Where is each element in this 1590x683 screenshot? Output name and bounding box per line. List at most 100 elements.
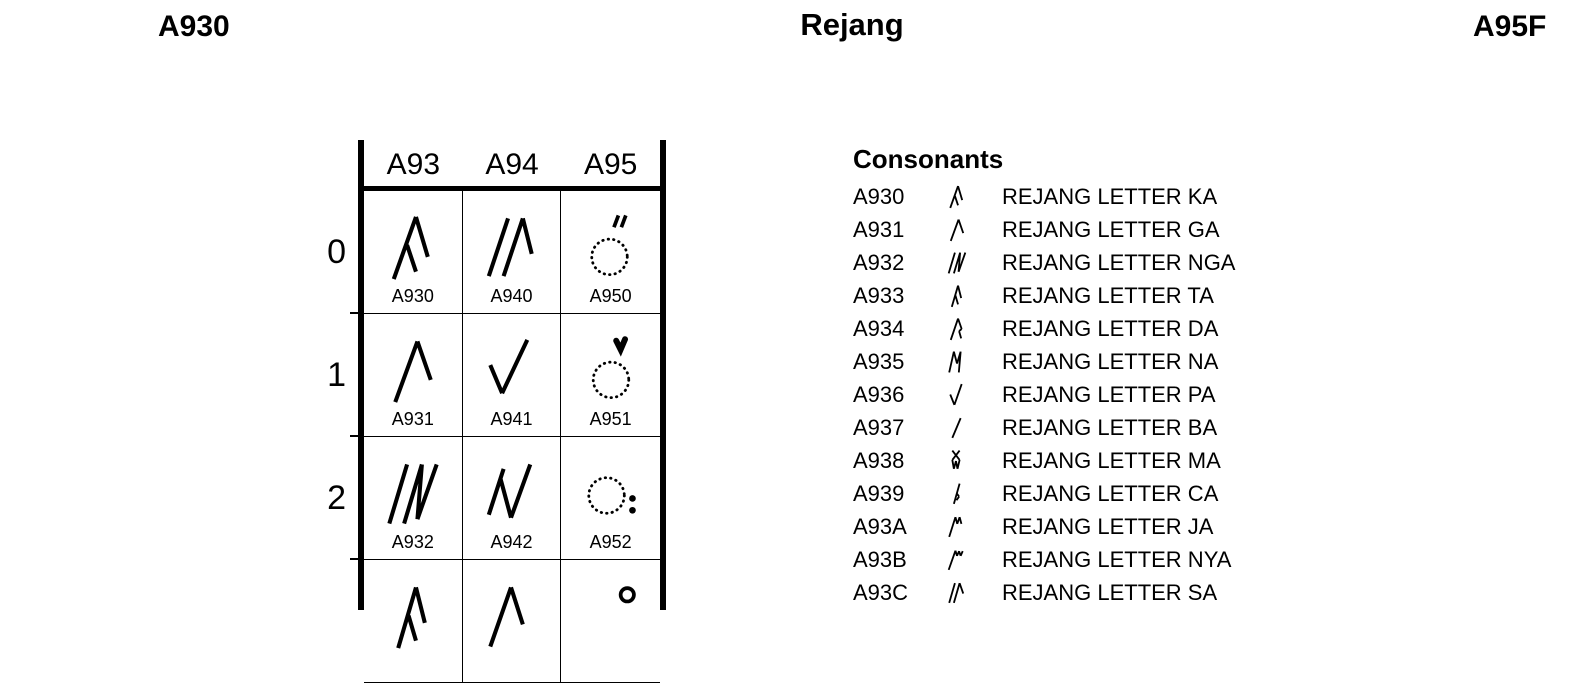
cell-code-label: A951 (589, 409, 632, 429)
column-header: A93 (386, 148, 441, 181)
rejang-ba-icon (946, 415, 968, 441)
page-header-code-left: A930 (158, 10, 230, 43)
rejang-ta-icon (383, 580, 443, 654)
character-list-row: A930 REJANG LETTER KA (853, 180, 1373, 213)
character-name: REJANG LETTER SA (1002, 579, 1218, 605)
rejang-ka-icon (946, 184, 968, 210)
chart-cell: A930 (364, 191, 463, 314)
rejang-da-icon (946, 316, 968, 342)
rejang-ta-icon (946, 283, 968, 309)
chart-cell: A940 (462, 191, 562, 314)
character-list-row: A931 REJANG LETTER GA (853, 213, 1373, 246)
chart-cell (364, 560, 463, 683)
character-code: A931 (853, 216, 905, 242)
rejang-ngga-icon (481, 580, 541, 654)
character-code: A933 (853, 282, 905, 308)
cell-code-label: A931 (391, 409, 434, 429)
character-code: A937 (853, 414, 905, 440)
chart-grid: A930 A940 A950 A931 A941 A951 A9 (364, 191, 660, 683)
chart-row-labels: 0 1 2 (306, 191, 346, 560)
row-tick (350, 312, 358, 314)
character-name: REJANG LETTER GA (1002, 216, 1220, 242)
chart-column-headers: A93 A94 A95 (364, 140, 660, 186)
rejang-ja-icon (946, 514, 968, 540)
rejang-na-icon (946, 349, 968, 375)
character-name: REJANG LETTER NYA (1002, 546, 1232, 572)
small-ring-icon (581, 580, 641, 654)
chart-cell: A941 (462, 314, 562, 437)
rejang-sa-icon (946, 580, 968, 606)
character-name: REJANG LETTER NGA (1002, 249, 1236, 275)
row-label: 2 (327, 479, 346, 517)
cell-code-label: A940 (490, 286, 533, 306)
character-list-row: A936 REJANG LETTER PA (853, 378, 1373, 411)
row-tick (350, 435, 358, 437)
character-list-row: A93A REJANG LETTER JA (853, 510, 1373, 543)
chart-cell: A951 (561, 314, 660, 437)
character-name: REJANG LETTER BA (1002, 414, 1218, 440)
character-name: REJANG LETTER TA (1002, 282, 1214, 308)
character-name: REJANG LETTER KA (1002, 183, 1218, 209)
chart-border-left (358, 140, 364, 610)
column-header: A94 (485, 148, 539, 181)
row-label: 0 (327, 233, 346, 271)
rejang-ha-icon (481, 334, 541, 408)
character-code: A935 (853, 348, 905, 374)
character-list-row: A932 REJANG LETTER NGA (853, 246, 1373, 279)
chart-cell: A942 (462, 437, 562, 560)
character-list-row: A93B REJANG LETTER NYA (853, 543, 1373, 576)
character-name: REJANG LETTER NA (1002, 348, 1219, 374)
character-name: REJANG LETTER MA (1002, 447, 1221, 473)
chart-border-right (660, 140, 666, 610)
rejang-mba-icon (481, 457, 541, 531)
cell-code-label: A930 (391, 286, 434, 306)
chart-cell (561, 560, 660, 683)
character-list-row: A935 REJANG LETTER NA (853, 345, 1373, 378)
character-list-row: A933 REJANG LETTER TA (853, 279, 1373, 312)
chart-cell: A952 (561, 437, 660, 560)
row-label: 1 (327, 356, 346, 394)
cell-code-label: A942 (490, 532, 533, 552)
rejang-wa-icon (481, 211, 541, 285)
rejang-ga-icon (383, 334, 443, 408)
character-code: A93C (853, 579, 909, 605)
character-list-row: A937 REJANG LETTER BA (853, 411, 1373, 444)
character-name: REJANG LETTER DA (1002, 315, 1219, 341)
character-code: A939 (853, 480, 905, 506)
character-code: A934 (853, 315, 905, 341)
character-list-row: A934 REJANG LETTER DA (853, 312, 1373, 345)
character-list-row: A938 REJANG LETTER MA (853, 444, 1373, 477)
names-list: Consonants A930 REJANG LETTER KA A931 RE… (853, 144, 1373, 609)
chart-header-rule (358, 186, 666, 191)
cell-code-label: A941 (490, 409, 533, 429)
rejang-nga-icon (383, 457, 443, 531)
character-name: REJANG LETTER PA (1002, 381, 1216, 407)
cell-code-label: A950 (589, 286, 632, 306)
rejang-pa-icon (946, 382, 968, 408)
character-code: A932 (853, 249, 905, 275)
dotted-circle-double-stroke-icon (581, 211, 641, 285)
names-list-title: Consonants (853, 144, 1004, 174)
cell-code-label: A952 (589, 532, 632, 552)
rejang-ca-icon (946, 481, 968, 507)
character-code: A936 (853, 381, 905, 407)
character-code: A938 (853, 447, 905, 473)
chart-cell: A950 (561, 191, 660, 314)
character-code: A93B (853, 546, 907, 572)
dotted-circle-v-icon (581, 334, 641, 408)
page-header-code-right: A95F (1473, 10, 1547, 43)
column-header: A95 (583, 148, 638, 181)
rejang-ga-icon (946, 217, 968, 243)
character-code: A930 (853, 183, 905, 209)
rejang-nga-icon (946, 250, 968, 276)
character-name: REJANG LETTER JA (1002, 513, 1214, 539)
dotted-circle-colon-icon (581, 457, 641, 531)
chart-cell (462, 560, 562, 683)
rejang-ma-icon (946, 448, 968, 474)
character-list-row: A93C REJANG LETTER SA (853, 576, 1373, 609)
rejang-nya-icon (946, 547, 968, 573)
chart-cell: A931 (364, 314, 463, 437)
character-list-row: A939 REJANG LETTER CA (853, 477, 1373, 510)
chart-cell: A932 (364, 437, 463, 560)
cell-code-label: A932 (391, 532, 434, 552)
